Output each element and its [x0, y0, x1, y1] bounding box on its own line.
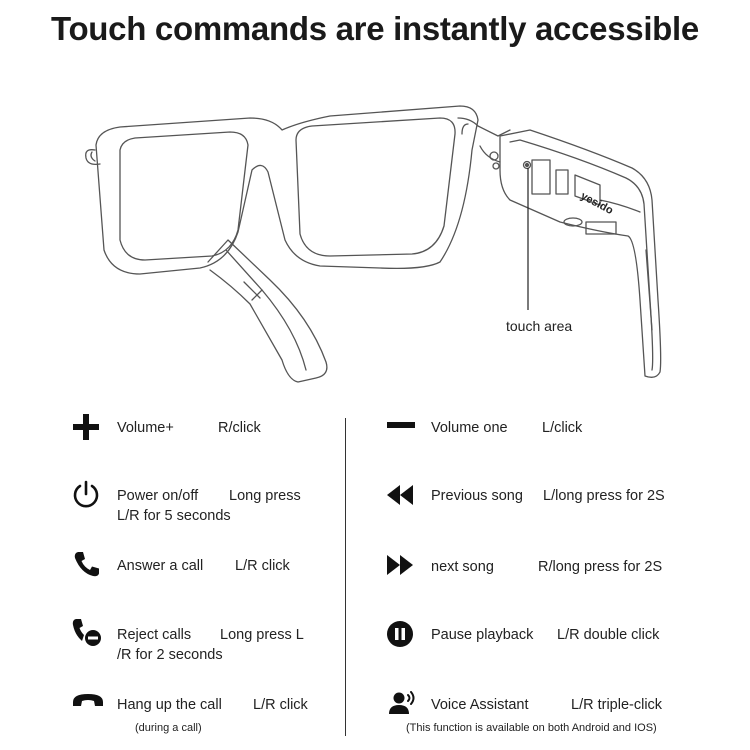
command-volume-up: Volume+ [117, 418, 174, 438]
command-action: Long press L [220, 627, 304, 643]
command-note: (during a call) [135, 722, 202, 734]
command-note: (This function is available on both Andr… [406, 722, 657, 734]
command-answer-call: Answer a call [117, 558, 204, 574]
command-hang-up: Hang up the call [117, 697, 222, 713]
touch-area-label: touch area [506, 318, 573, 334]
column-divider [345, 418, 346, 736]
command-action: L/long press for 2S [543, 488, 665, 504]
phone-icon [72, 549, 102, 579]
command-voice-assistant: Voice Assistant [431, 697, 529, 713]
command-action: R/click [218, 420, 261, 436]
command-action: Long press [229, 488, 301, 504]
command-previous-song: Previous song [431, 488, 523, 504]
voice-assistant-icon [388, 690, 418, 716]
command-action: L/R click [235, 558, 290, 574]
reject-call-icon [70, 616, 104, 648]
command-pause-playback: Pause playback [431, 627, 534, 643]
command-action: L/R click [253, 697, 308, 713]
plus-icon [70, 413, 102, 441]
minus-icon [386, 418, 416, 432]
command-volume-down: Volume one [431, 420, 508, 436]
command-action: R/long press for 2S [538, 559, 663, 575]
glasses-illustration: yesido [85, 105, 662, 383]
command-reject-call: Reject calls [117, 627, 192, 643]
fast-forward-icon [384, 554, 416, 576]
command-action: L/R triple-click [571, 697, 663, 713]
command-detail: /R for 2 seconds [117, 647, 223, 663]
rewind-icon [384, 484, 416, 506]
command-action: L/R double click [557, 627, 660, 643]
command-power: Power on/off [117, 488, 199, 504]
hang-up-icon [70, 688, 106, 712]
brand-mark: yesido [579, 190, 616, 217]
command-next-song: next song [431, 559, 494, 575]
pause-icon [386, 620, 414, 648]
command-detail: L/R for 5 seconds [117, 508, 231, 524]
power-icon [70, 480, 102, 510]
command-name: Volume+ [117, 420, 174, 436]
command-action: L/click [542, 420, 583, 436]
page-title: Touch commands are instantly accessible [51, 10, 699, 47]
